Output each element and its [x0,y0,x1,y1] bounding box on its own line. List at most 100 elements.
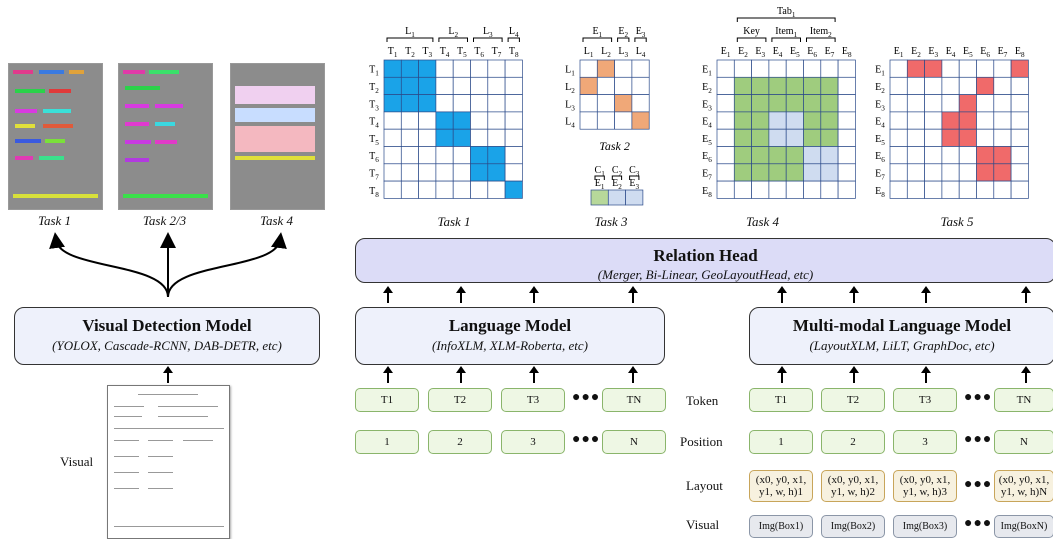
row-label: T6 [369,151,379,164]
row-label: E4 [875,117,885,130]
matrix-cell [383,94,402,113]
row-label: E1 [875,65,885,78]
column-label: E7 [825,46,835,59]
matrix-cell [751,128,770,147]
matrix-cell [596,59,615,78]
column-label: E6 [807,46,817,59]
document-image [107,385,230,539]
matrix-cell [889,128,908,147]
column-label: E7 [998,46,1008,59]
matrix-cell [958,128,977,147]
matrix-cell [906,59,925,78]
matrix-cell [976,146,995,165]
thumbnail-caption: Task 1 [37,213,72,228]
visual-input-label: Visual [60,454,94,469]
matrix-cell [924,180,943,199]
group-bracket [611,175,623,180]
matrix-cell [733,94,752,113]
up-arrow [456,366,466,383]
matrix-cell [504,111,523,130]
matrix-cell [924,111,943,130]
up-arrow [849,286,859,303]
token-label: T3 [526,394,540,406]
mm-visual: Img(Box1) [749,515,813,538]
matrix-cell [803,59,822,78]
matrix-cell [470,180,489,199]
row-label: T7 [369,168,379,181]
group-bracket [617,37,630,42]
matrix-cell [400,128,419,147]
up-arrow [1021,366,1031,383]
matrix-cell [470,94,489,113]
matrix-cell [993,163,1012,182]
token-label: T3 [918,394,932,406]
matrix-cell [941,180,960,199]
matrix-cell [837,59,856,78]
group-bracket [582,37,613,42]
row-label: T4 [369,117,379,130]
matrix-cell [1010,146,1029,165]
row-label: L4 [565,117,575,130]
row-label: T2 [369,82,379,95]
matrix-cell [785,76,804,95]
row-label: T8 [369,186,379,199]
group-label: L1 [405,26,415,39]
token-label: TN [626,394,642,406]
matrix-cell [733,128,752,147]
matrix-cell [785,94,804,113]
group-bracket [771,37,801,42]
row-label: E7 [875,168,885,181]
matrix-cell [579,59,598,78]
column-label: E5 [963,46,973,59]
mm-position: N [994,430,1053,454]
matrix-cell [383,163,402,182]
model-title: Multi-modal Language Model [792,316,1012,335]
matrix-cell [400,94,419,113]
matrix-cell [820,111,839,130]
up-arrow [383,366,393,383]
mm-layout: (x0, y0, x1, y1, w, h)1 [749,470,813,502]
up-arrow [163,366,173,383]
matrix-cell [941,111,960,130]
matrix-cell [906,180,925,199]
group-label: Item1 [775,26,797,39]
matrix-cell [785,163,804,182]
group-bracket [736,37,767,42]
matrix-cell [941,146,960,165]
matrix-cell [383,180,402,199]
matrix-cell [487,128,506,147]
position-label: 1 [778,436,784,448]
matrix-cell [470,146,489,165]
thumbnail-task1 [8,63,103,210]
matrix-cell [803,76,822,95]
matrix-cell [924,163,943,182]
lm-token: T1 [355,388,419,412]
matrix-cell [400,76,419,95]
matrix-cell [751,180,770,199]
visual-label: Img(Box1) [758,521,804,532]
mm-token: T3 [893,388,957,412]
column-label: T1 [388,46,398,59]
group-bracket [507,37,520,42]
column-label: E4 [946,46,956,59]
mm-visual: Img(Box2) [821,515,885,538]
matrix-cell [1010,163,1029,182]
matrix-cell [803,180,822,199]
row-label-layout: Layout [686,478,723,493]
matrix-cell [768,163,787,182]
matrix-cell [418,146,437,165]
up-arrow [529,286,539,303]
group-label: Key [743,26,760,37]
visual-detection-model: Visual Detection Model (YOLOX, Cascade-R… [14,307,320,365]
matrix-cell [820,146,839,165]
row-label: T5 [369,134,379,147]
matrix-cell [596,76,615,95]
column-label: E8 [842,46,852,59]
matrix-cell [751,59,770,78]
row-label: E8 [702,186,712,199]
matrix-caption: Task 1 [437,214,471,229]
matrix-cell [716,94,735,113]
column-label: T8 [509,46,519,59]
matrix-caption: Task 4 [745,214,780,229]
